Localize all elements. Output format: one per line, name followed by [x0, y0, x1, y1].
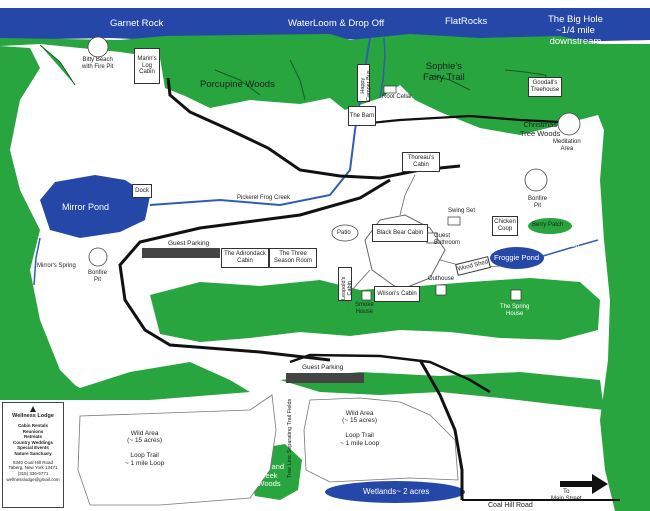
christmas-tree-woods-label: Christmas Tree Woods: [520, 120, 561, 138]
road-to-parking: [118, 178, 391, 362]
bonfire-right-marker: [524, 168, 548, 192]
forest-top: [0, 34, 605, 135]
legend-brand: Wellness Lodge: [12, 413, 54, 419]
berry-patch-shape: [528, 218, 572, 234]
spring-house-label: The Spring House: [500, 304, 530, 317]
chicken-coop: Chicken Coop: [492, 216, 518, 236]
forest-lower-left: [0, 360, 250, 400]
leopolds-cabin-label: Leopold's Cabin: [341, 276, 354, 300]
the-barn: The Barn: [348, 106, 376, 126]
wild-area-right-outline: [303, 397, 459, 483]
bitty-beach-marker: [87, 36, 109, 58]
root-cellar-box: [383, 85, 397, 94]
waterloom-label: WaterLoom & Drop Off: [288, 18, 385, 29]
mirror-pond-label: Mirror Pond: [62, 202, 110, 212]
leopolds-cabin: Leopold's Cabin: [338, 267, 354, 301]
pickerel-frog-creek-label: Pickerel Frog Creek: [237, 195, 291, 201]
bitty-beach-label: Bitty Beach with Fire Pit: [82, 57, 114, 70]
guest-parking-bottom-bar: [286, 373, 364, 383]
swing-set-label: Swing Set: [448, 208, 476, 214]
meditation-area-label: Meditation Area: [553, 139, 581, 152]
wetlands-shape: [325, 481, 465, 503]
sophies-fairy-trail-label: Sophie's Fairy Trail: [423, 61, 465, 83]
swing-set-box: [447, 216, 461, 226]
forest-left: [0, 46, 80, 392]
forest-trail-1: [39, 44, 76, 86]
trail-branch-3: [399, 174, 416, 216]
tree-logo-icon: [30, 406, 36, 412]
patio-marker: [331, 224, 359, 242]
outhouse-label: Outhouse: [428, 276, 455, 282]
mirror-pond-shape: [40, 175, 150, 238]
road-upper: [349, 114, 561, 127]
meditation-marker: [557, 112, 581, 136]
to-main-street-label: To Main Street: [551, 489, 582, 502]
road-to-coal-hill: [418, 359, 464, 500]
thoreaus-cabin: Thoreau's Cabin: [402, 152, 440, 172]
wetlands-label: Wetlands~ 2 acres: [363, 487, 430, 496]
big-hole-label: The Big Hole ~1/4 mile downstream: [548, 14, 603, 47]
creek-top-right: [379, 37, 386, 99]
adirondack-cabin: The Adirondack Cabin: [221, 248, 269, 268]
three-season-room: The Three Season Room: [269, 248, 317, 268]
outhouse-box: [435, 284, 447, 296]
bonfire-pit-right-label: Bonfire Pit: [528, 196, 548, 209]
forest-trail-2: [214, 69, 261, 96]
berry-patch-label: Berry Patch: [532, 222, 564, 228]
bonfire-left-marker: [88, 247, 108, 267]
forest-middle: [150, 278, 600, 342]
black-bear-cabin: Black Bear Cabin: [372, 224, 428, 242]
goodalls-treehouse: Goodall's Treehouse: [528, 77, 562, 97]
main-road: [166, 77, 461, 180]
marins-log-cabin: Marin's Log Cabin: [134, 48, 160, 84]
forest-right: [598, 44, 650, 511]
flatrocks-label: FlatRocks: [445, 16, 488, 27]
guest-parking-bottom-label: Guest Parking: [302, 364, 344, 371]
legend-box: Wellness Lodge Cabin Rentals Reunions Re…: [2, 402, 64, 508]
tree-line-note: Tree Line Separating Trail Fields: [287, 398, 293, 478]
wild-area-left-outline: [77, 394, 277, 506]
porcupine-woods-label: Porcupine Woods: [200, 79, 275, 90]
legend-address: 9340 Coal Hill Road Taberg, New York 134…: [6, 459, 60, 482]
arrow-icon: [560, 474, 608, 494]
smoke-house-box: [361, 290, 372, 301]
wild-area-left-label: Wild Area (~ 15 acres) Loop Trail ~ 1 mi…: [125, 430, 165, 467]
dock: Dock: [132, 184, 152, 198]
river: [0, 8, 650, 42]
daylily-garden-label: Daylily Garden: [540, 243, 580, 249]
forest-trail-4: [429, 74, 471, 91]
froggie-pond-shape: [490, 247, 544, 269]
guest-parking-top-bar: [142, 248, 220, 258]
froggie-pond-label: Froggie Pond: [494, 253, 540, 262]
coal-hill-road-label: Coal Hill Road: [488, 502, 533, 509]
wild-area-right-label: Wild Area (~ 15 acres) Loop Trail ~ 1 mi…: [340, 410, 380, 447]
froggie-outflow: [542, 239, 599, 257]
garnet-rock-label: Garnet Rock: [110, 18, 164, 29]
wilsons-cabin: Wilson's Cabin: [374, 286, 420, 302]
mirrors-spring-label: Mirror's Spring: [37, 263, 76, 269]
legend-services: Cabin Rentals Reunions Retreats Country …: [13, 422, 53, 456]
patio-label: Patio: [337, 230, 351, 236]
mirror-spring-creek: [33, 237, 41, 286]
guest-parking-top-label: Guest Parking: [168, 240, 210, 247]
spring-house-box: [510, 289, 522, 301]
root-cellar-label: Root Cellar: [382, 94, 413, 100]
road-lower: [289, 353, 491, 394]
smoke-house-label: Smoke House: [355, 302, 374, 315]
cabin-loop-trail: [364, 214, 446, 291]
forest-trail-3: [289, 59, 306, 101]
hide-seek-woods-label: Hide and Seek Woods: [254, 462, 285, 489]
guest-bathroom-label: Guest Bathroom: [434, 233, 461, 246]
happy-camper-bus-label: Happy Camper Bus: [360, 70, 373, 101]
bonfire-pit-left-label: Bonfire Pit: [88, 270, 108, 283]
happy-camper-bus: Happy Camper Bus: [357, 64, 373, 102]
